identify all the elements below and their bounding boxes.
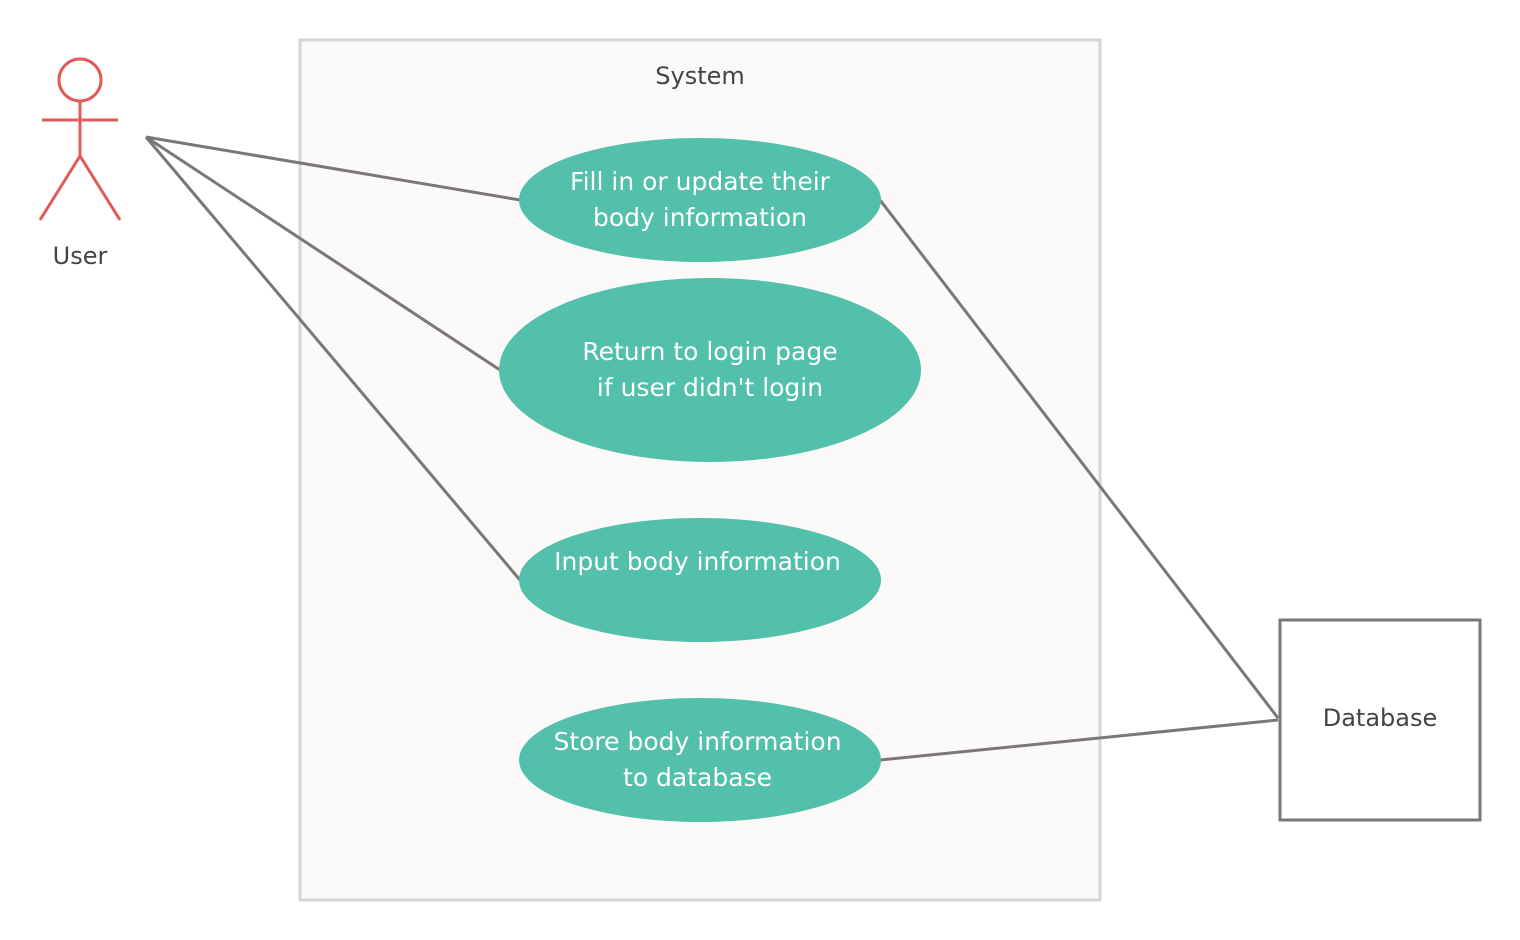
connector-user-fill-update xyxy=(145,135,521,202)
connector-user-input-body xyxy=(144,136,522,581)
connector-user-return-login xyxy=(145,135,501,372)
use-case-input-body-text: Input body information xyxy=(520,544,875,580)
user-actor-icon[interactable] xyxy=(38,57,122,221)
use-case-fill-update[interactable] xyxy=(519,138,881,262)
use-case-store-body-line1: Store body information xyxy=(553,727,842,756)
use-case-store-body-line2: to database xyxy=(623,763,772,792)
use-case-return-login-line1: Return to login page xyxy=(582,337,838,366)
database-box[interactable] xyxy=(1278,618,1482,822)
system-title: System xyxy=(655,62,745,90)
use-case-fill-update-line2: body information xyxy=(592,203,808,232)
use-case-input-body-line1: Input body information xyxy=(554,547,841,576)
use-case-return-login-line2: if user didn't login xyxy=(596,373,824,402)
use-case-store-body-text: Store body information to database xyxy=(520,724,875,796)
use-case-fill-update-line1: Fill in or update their xyxy=(570,167,830,196)
use-case-store-body[interactable] xyxy=(519,698,881,822)
use-case-input-body[interactable] xyxy=(519,518,881,642)
use-case-return-login[interactable] xyxy=(499,278,921,462)
connector-store-database xyxy=(879,718,1279,762)
actor-label: User xyxy=(52,242,108,270)
connector-fill-update-database xyxy=(878,199,1280,719)
use-case-fill-update-text: Fill in or update their body information xyxy=(520,164,880,236)
use-case-return-login-text: Return to login page if user didn't logi… xyxy=(510,334,910,406)
database-label: Database xyxy=(1322,704,1438,732)
